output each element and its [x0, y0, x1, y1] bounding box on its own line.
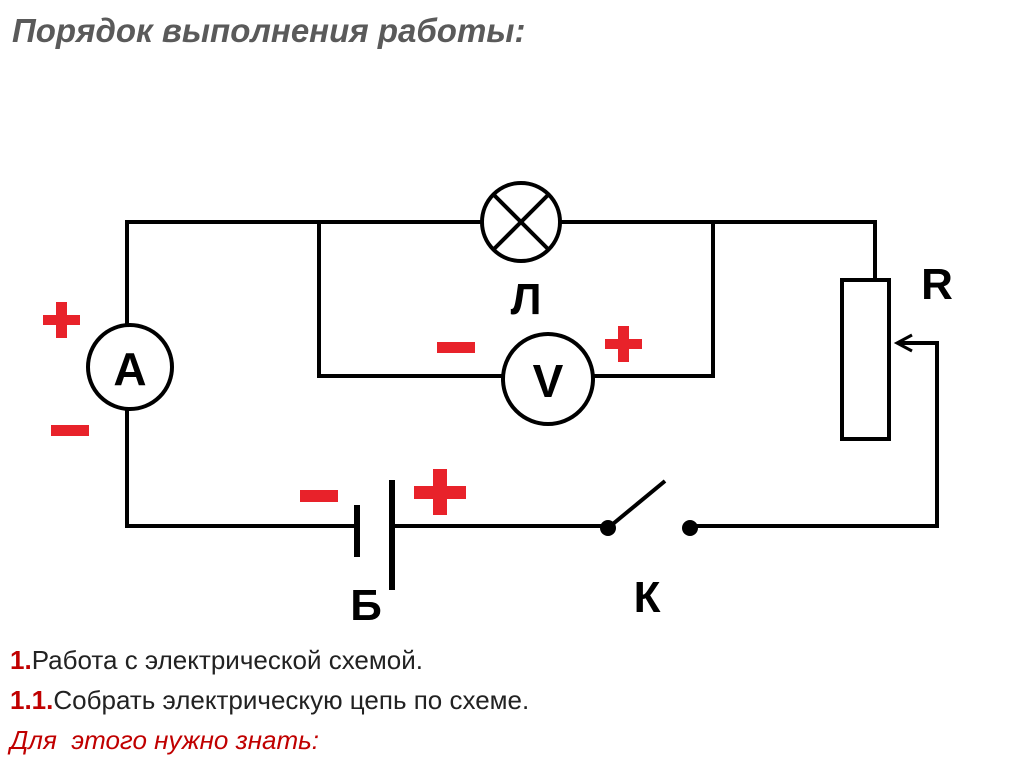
- step-number: 1.1.: [10, 685, 54, 715]
- ammeter-minus-sign: [51, 425, 89, 436]
- lamp-label: Л: [511, 275, 542, 324]
- voltmeter-minus-sign: [437, 342, 475, 353]
- circuit-wires: [125, 220, 939, 528]
- voltmeter-letter: V: [533, 355, 564, 407]
- step-item: 1.1.Собрать электрическую цепь по схеме.: [10, 680, 529, 720]
- rheostat-label: R: [921, 260, 953, 309]
- rheostat-symbol: [840, 278, 913, 441]
- step-item: 1.Работа с электрической схемой.: [10, 640, 529, 680]
- battery-label: Б: [350, 581, 382, 630]
- polarity-signs: [43, 302, 642, 515]
- switch-symbol: [600, 479, 698, 536]
- ammeter-letter: A: [113, 343, 146, 395]
- slider-arrow-icon: [893, 333, 913, 353]
- step-text: Собрать электрическую цепь по схеме.: [53, 685, 530, 715]
- note-text: Для этого нужно знать:: [10, 725, 320, 755]
- switch-label: К: [634, 573, 661, 622]
- instructions: 1.Работа с электрической схемой. 1.1.Соб…: [10, 640, 529, 760]
- voltmeter-symbol: V: [501, 332, 595, 426]
- step-number: 1.: [10, 645, 32, 675]
- battery-minus-sign: [300, 490, 338, 502]
- battery-symbol: [354, 480, 395, 590]
- lamp-symbol: [480, 181, 562, 263]
- ammeter-symbol: A: [86, 323, 174, 411]
- step-text: Работа с электрической схемой.: [31, 645, 423, 675]
- page-title: Порядок выполнения работы:: [12, 12, 526, 49]
